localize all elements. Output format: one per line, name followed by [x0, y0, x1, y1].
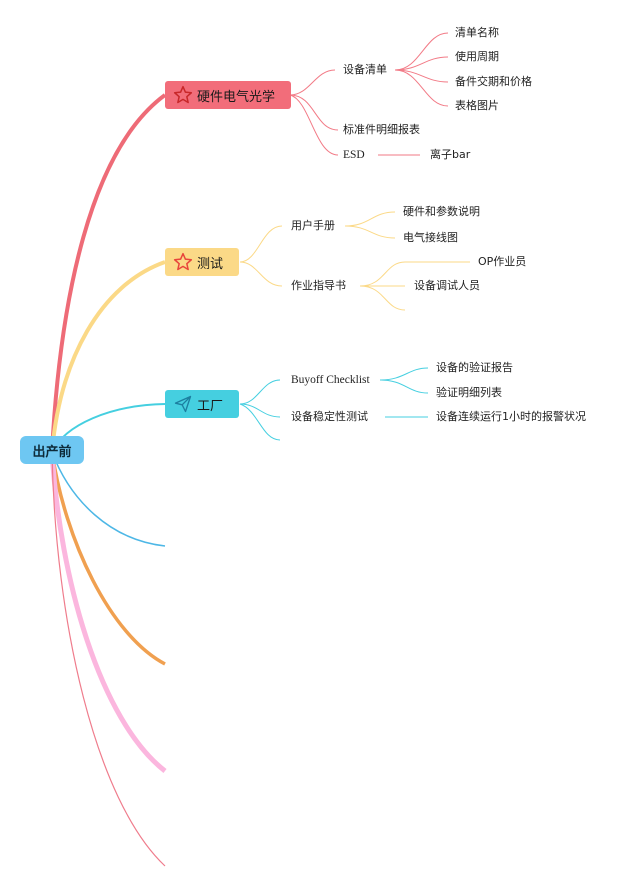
node-ion-bar[interactable]: 离子bar	[430, 148, 471, 161]
node-wiring-diagram[interactable]: 电气接线图	[403, 231, 458, 244]
edge-root-empty-orange	[50, 451, 166, 666]
paper-plane-icon	[173, 394, 193, 414]
branch-hardware-label: 硬件电气光学	[197, 89, 276, 105]
node-hw-param-desc[interactable]: 硬件和参数说明	[403, 205, 480, 218]
node-1h-alarm-status[interactable]: 设备连续运行1小时的报警状况	[436, 410, 586, 423]
edge-root-test	[50, 260, 166, 453]
edge-root-empty-blue	[51, 451, 166, 547]
node-buyoff-checklist[interactable]: Buyoff Checklist	[291, 374, 370, 386]
edge-root-empty-rose	[51, 451, 166, 867]
node-op-operator[interactable]: OP作业员	[478, 255, 527, 268]
edge-root-empty-pink	[49, 451, 167, 773]
node-table-image[interactable]: 表格图片	[455, 99, 499, 112]
node-list-name[interactable]: 清单名称	[455, 26, 499, 39]
root-node[interactable]: 出产前	[20, 436, 84, 464]
node-standard-parts-report[interactable]: 标准件明细报表	[343, 123, 420, 136]
node-user-manual[interactable]: 用户手册	[291, 219, 335, 232]
node-verification-report[interactable]: 设备的验证报告	[436, 361, 513, 374]
node-usage-cycle[interactable]: 使用周期	[455, 50, 499, 63]
node-esd[interactable]: ESD	[343, 149, 365, 161]
test-subtree-edges	[239, 211, 470, 311]
node-debug-personnel[interactable]: 设备调试人员	[414, 279, 480, 292]
node-work-instruction[interactable]: 作业指导书	[291, 279, 346, 292]
hardware-subtree-edges	[289, 32, 449, 156]
root-label: 出产前	[32, 444, 72, 460]
branch-hardware[interactable]: 硬件电气光学	[165, 81, 291, 109]
star-icon	[173, 252, 193, 272]
branch-factory[interactable]: 工厂	[165, 390, 239, 418]
node-equipment-list[interactable]: 设备清单	[343, 63, 387, 76]
star-icon	[173, 85, 193, 105]
node-spare-lead-price[interactable]: 备件交期和价格	[455, 75, 532, 88]
node-stability-test[interactable]: 设备稳定性测试	[291, 410, 368, 423]
branch-test[interactable]: 测试	[165, 248, 239, 276]
node-verification-list[interactable]: 验证明细列表	[436, 386, 502, 399]
edge-root-hardware	[50, 93, 167, 453]
factory-subtree-edges	[239, 367, 429, 441]
branch-test-label: 测试	[197, 256, 224, 272]
branch-factory-label: 工厂	[197, 398, 224, 414]
